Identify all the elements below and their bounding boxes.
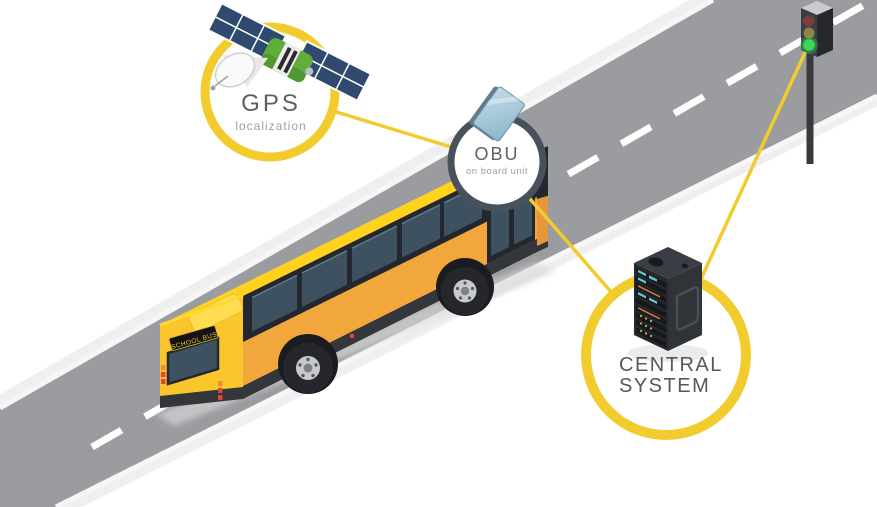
bus-side-marker-light xyxy=(350,334,354,338)
red-light-icon xyxy=(803,15,815,27)
bus-window-sheen xyxy=(401,204,441,225)
road-upper-edge-line xyxy=(0,0,713,408)
traffic-light xyxy=(800,1,833,164)
bus-window xyxy=(402,204,440,258)
bus-window xyxy=(252,275,297,332)
road-upper-soft-edge xyxy=(0,0,710,406)
server-led-rows xyxy=(636,268,666,348)
obu-node xyxy=(447,86,547,212)
bus-front-bumper xyxy=(537,241,548,252)
traffic-light-pole xyxy=(806,53,814,164)
bus-rear-window xyxy=(166,336,220,386)
bus-roof-edge-highlight xyxy=(159,294,244,327)
traffic-light-head-side xyxy=(817,8,833,57)
bus-roof xyxy=(160,151,537,325)
bus-tail-lights xyxy=(161,365,223,400)
satellite-icon xyxy=(206,1,373,103)
school-bus: SCHOOL BUS xyxy=(156,146,556,426)
bus-window-sheen xyxy=(351,225,398,249)
bus-front-wheel xyxy=(436,258,494,316)
server-side-panel xyxy=(675,286,700,331)
bus-window-sheen xyxy=(251,274,298,299)
gps-node xyxy=(200,1,373,162)
green-light-icon xyxy=(802,38,816,52)
server-rack-icon xyxy=(628,247,708,362)
bus-window-sheen xyxy=(301,250,348,274)
bus-window xyxy=(302,250,347,307)
yellow-light-icon xyxy=(803,27,815,39)
central-system-node xyxy=(581,247,751,440)
obu-tablet-icon xyxy=(469,86,525,142)
bus-rear-wheel xyxy=(278,334,338,394)
bus-window xyxy=(352,226,397,283)
bus-roof-hatch xyxy=(188,293,244,333)
